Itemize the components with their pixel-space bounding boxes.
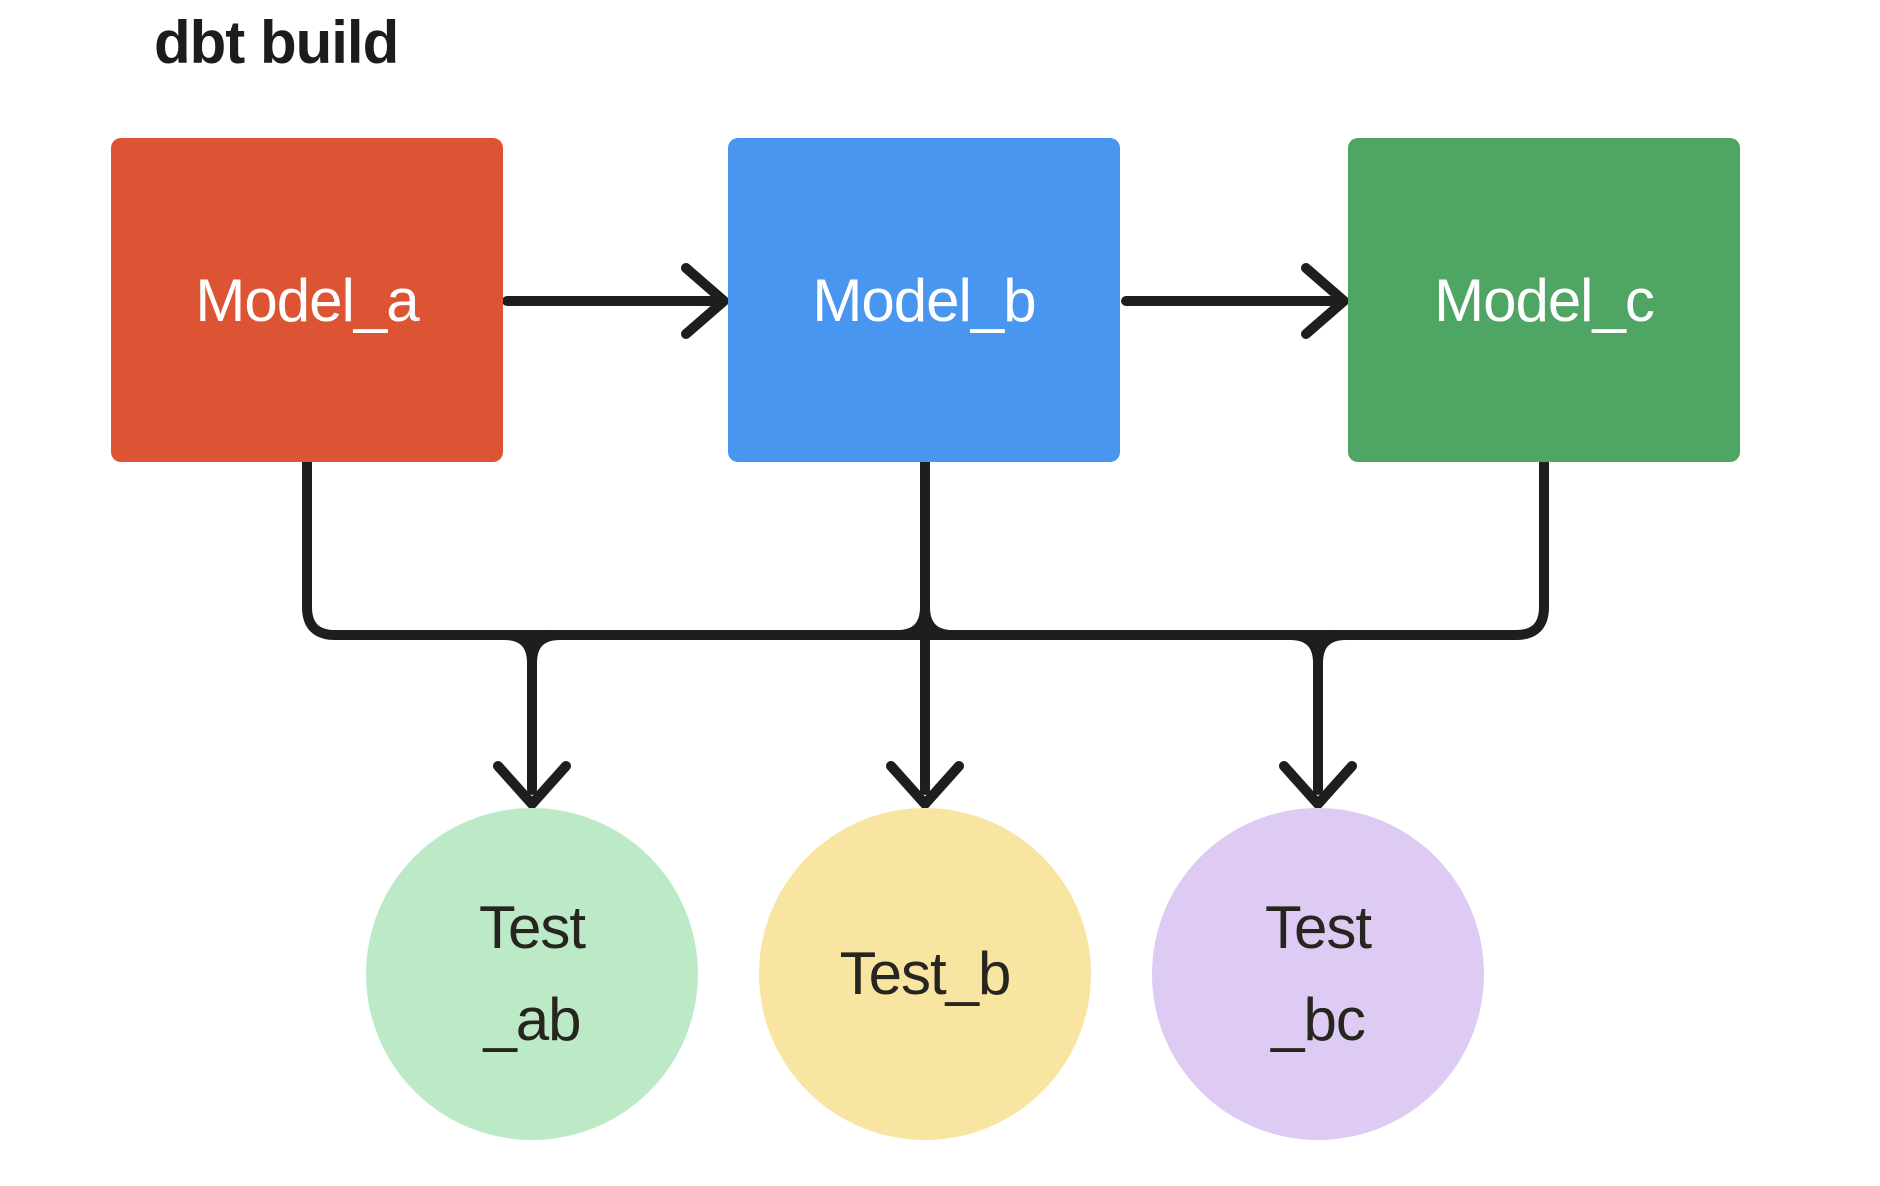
bus-fillet-test-ab-right [527, 630, 565, 668]
bus-fillet-test-bc-right [1313, 630, 1351, 668]
arrowhead-model-b-to-model-c [1301, 263, 1349, 339]
node-test-ab-label-line2: _ab [483, 986, 581, 1053]
node-model-c-label: Model_c [1434, 266, 1655, 334]
node-model-a-label: Model_a [195, 266, 419, 334]
arrowhead-bus-to-test-bc [1279, 761, 1357, 809]
node-model-c: Model_c [1348, 138, 1740, 462]
node-test-bc-label-line2: _bc [1271, 986, 1366, 1053]
arrowhead-model-a-to-model-b [681, 263, 729, 339]
node-test-bc: Test _bc [1152, 808, 1484, 1140]
node-model-b-label: Model_b [812, 266, 1036, 334]
node-test-b: Test_b [759, 808, 1091, 1140]
bus-fillet-model-b-right [920, 602, 958, 640]
node-model-a: Model_a [111, 138, 503, 462]
arrowhead-bus-to-test-ab [493, 761, 571, 809]
node-model-b: Model_b [728, 138, 1120, 462]
node-test-bc-label-line1: Test [1264, 894, 1372, 961]
node-test-ab-label-line1: Test [478, 894, 586, 961]
arrowhead-bus-to-test-b [886, 761, 964, 809]
node-test-b-label-line1: Test_b [839, 940, 1012, 1007]
diagram-title: dbt build [154, 9, 399, 76]
node-test-ab: Test _ab [366, 808, 698, 1140]
